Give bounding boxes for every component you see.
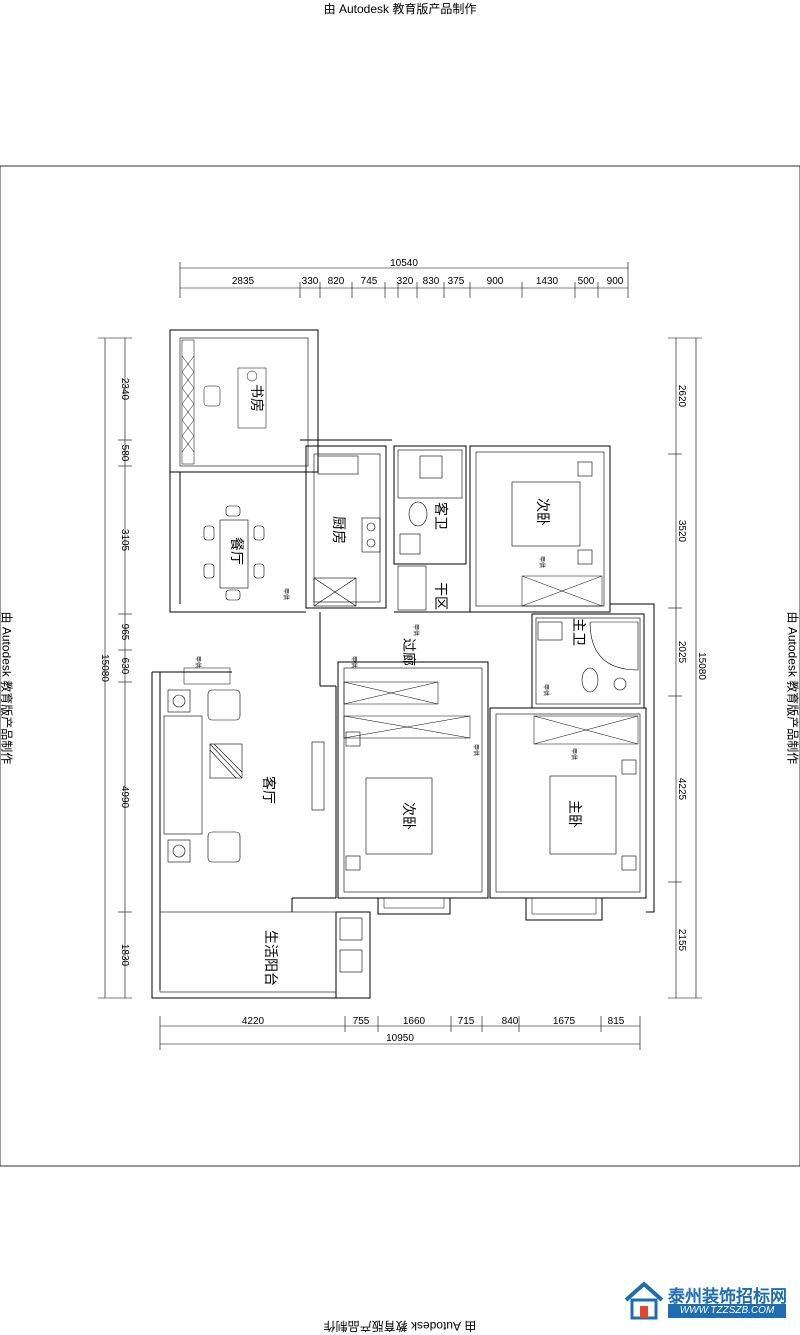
right-dim-1: 3520 <box>676 520 687 543</box>
bottom-dim-6: 815 <box>608 1016 625 1027</box>
room-label-guest-bath: 客卫 <box>432 502 449 530</box>
bottom-dim-2: 1660 <box>403 1016 426 1027</box>
right-total-dim: 15080 <box>696 652 707 680</box>
note-label: 甲供 <box>194 656 202 668</box>
right-dim-4: 2155 <box>676 929 687 952</box>
room-label-bedroom-3: 次卧 <box>400 802 416 830</box>
top-dim-4: 320 <box>397 276 414 287</box>
bottom-dim-3: 715 <box>458 1016 475 1027</box>
top-dim-1: 330 <box>302 276 319 287</box>
site-logo[interactable]: 泰州装饰招标网 WWW.TZZSZB.COM <box>622 1278 792 1324</box>
bottom-dim-0: 4220 <box>242 1016 265 1027</box>
left-dim-4: 630 <box>119 658 130 675</box>
right-dim-0: 2620 <box>676 385 687 408</box>
bottom-dim-4: 840 <box>502 1016 519 1027</box>
note-label: 甲供 <box>282 588 290 600</box>
note-label: 甲供 <box>412 624 420 636</box>
top-dim-10: 900 <box>607 276 624 287</box>
note-label: 甲供 <box>350 656 358 668</box>
top-dim-5: 830 <box>423 276 440 287</box>
left-dim-1: 580 <box>119 445 130 462</box>
left-dim-2: 3105 <box>119 529 130 552</box>
beds <box>346 462 636 870</box>
top-dim-9: 500 <box>578 276 595 287</box>
room-label-study: 书房 <box>248 384 264 412</box>
room-label-corridor: 过廊 <box>400 638 417 666</box>
top-dim-2: 820 <box>328 276 345 287</box>
top-dim-7: 900 <box>487 276 504 287</box>
room-label-kitchen: 厨房 <box>330 516 346 544</box>
note-label: 甲供 <box>570 748 578 760</box>
bath-fixtures <box>400 456 638 692</box>
living-furniture <box>164 690 324 862</box>
balcony-fixtures <box>340 918 362 972</box>
right-segment-dims: 2620 3520 2025 4225 2155 <box>676 385 687 952</box>
right-dim-2: 2025 <box>676 641 687 664</box>
logo-url: WWW.TZZSZB.COM <box>668 1304 786 1318</box>
top-dim-8: 1430 <box>536 276 559 287</box>
room-label-dining: 餐厅 <box>228 537 244 565</box>
top-dim-6: 375 <box>448 276 465 287</box>
note-label: 甲供 <box>538 556 546 568</box>
house-icon <box>622 1278 666 1322</box>
room-label-living: 客厅 <box>260 776 277 804</box>
bottom-dim-1: 755 <box>353 1016 370 1027</box>
room-label-master-bedroom: 主卧 <box>566 800 582 828</box>
left-total-dim: 15080 <box>99 654 110 682</box>
bottom-dim-5: 1675 <box>553 1016 576 1027</box>
room-label-dry-area: 干区 <box>432 582 448 610</box>
left-dim-6: 1830 <box>119 944 130 967</box>
left-dim-0: 2340 <box>119 378 130 401</box>
top-dim-3: 745 <box>361 276 378 287</box>
note-label: 甲供 <box>472 744 480 756</box>
kitchen-fixtures <box>314 456 380 606</box>
room-label-bedroom-2: 次卧 <box>534 498 550 526</box>
top-segment-dims: 2835 330 820 745 320 830 375 900 1430 50… <box>232 276 624 287</box>
bottom-total-dim: 10950 <box>386 1033 414 1044</box>
top-total-dim: 10540 <box>390 258 418 269</box>
room-label-balcony: 生活阳台 <box>262 930 278 986</box>
note-label: 甲供 <box>542 684 550 696</box>
top-dim-0: 2835 <box>232 276 255 287</box>
right-dim-3: 4225 <box>676 778 687 801</box>
left-dim-5: 4990 <box>119 786 130 809</box>
left-dim-3: 965 <box>119 624 130 641</box>
bottom-segment-dims: 4220 755 1660 715 840 1675 815 <box>242 1016 625 1027</box>
room-label-master-bath: 主卫 <box>570 618 586 646</box>
